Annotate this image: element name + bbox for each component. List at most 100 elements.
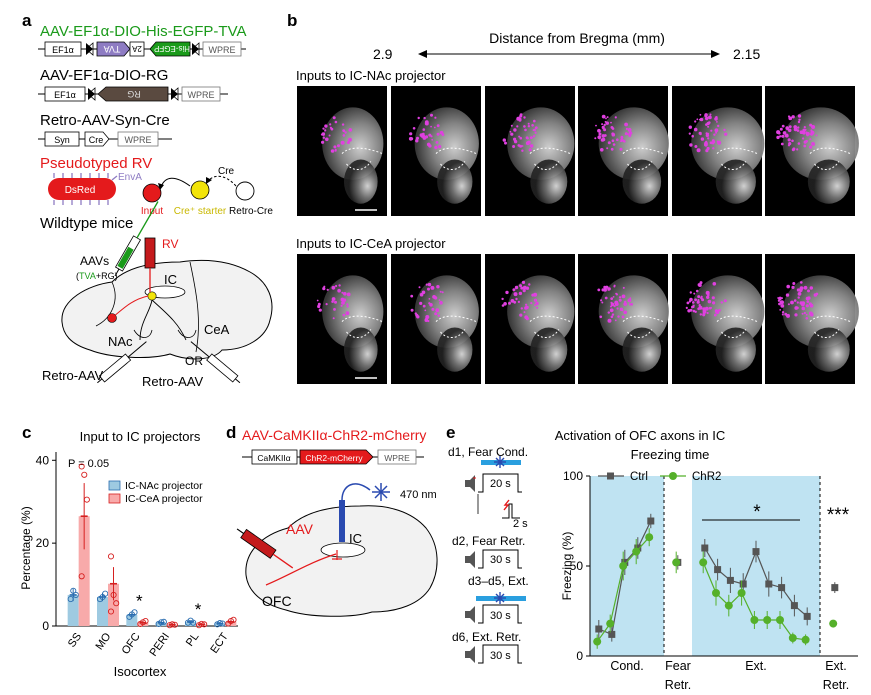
significance-star-ext: * xyxy=(753,502,761,523)
rv-starter-label: Cre⁺ starter xyxy=(174,206,227,217)
significance-star: * xyxy=(195,600,202,619)
ctrl-marker xyxy=(765,580,773,588)
data-point xyxy=(198,620,205,627)
y-tick-label: 100 xyxy=(563,469,583,483)
ctrl-marker xyxy=(714,566,722,574)
section-image xyxy=(297,86,387,216)
phase-label: Ext. xyxy=(825,659,847,673)
laser-star-d3-icon xyxy=(494,592,506,604)
chr2-marker xyxy=(712,589,720,597)
panel-c-pvalue: P = 0.05 xyxy=(68,458,109,470)
laser-on-shade xyxy=(692,476,820,656)
construct1-title: AAV-EF1α-DIO-His-EGFP-TVA xyxy=(40,23,246,40)
phase-label: Retr. xyxy=(665,678,691,692)
bar xyxy=(97,597,108,626)
data-point xyxy=(78,573,85,580)
construct1-2a: 2A xyxy=(131,44,141,53)
protocol-d2-time: 30 s xyxy=(490,554,511,566)
speaker-icon xyxy=(465,475,476,492)
panel-a: AAV-EF1α-DIO-His-EGFP-TVA EF1α TVA 2A Hi… xyxy=(38,23,273,389)
data-point xyxy=(201,621,208,628)
construct2-title: AAV-EF1α-DIO-RG xyxy=(40,67,168,84)
construct3-wpre: WPRE xyxy=(125,135,152,145)
panel-d-ofc-label: OFC xyxy=(262,593,292,609)
rv-dsred-label: DsRed xyxy=(65,185,96,196)
rv-enva-label: EnvA xyxy=(118,172,142,183)
chr2-mcherry-box: ChR2-mCherry xyxy=(305,453,363,463)
data-point xyxy=(131,609,138,616)
ctrl-marker xyxy=(608,630,616,638)
data-point xyxy=(78,463,85,470)
panel-d-aav-label: AAV xyxy=(286,521,314,537)
panel-e-title: Activation of OFC axons in IC xyxy=(555,428,726,443)
x-tick-label: ECT xyxy=(208,631,231,656)
chr2-marker xyxy=(593,637,602,646)
construct3-diagram: Syn Cre WPRE xyxy=(38,131,172,147)
panel-letter-c: c xyxy=(22,423,31,442)
mouse-title: Wildtype mice xyxy=(40,215,133,232)
y-tick-label: 20 xyxy=(36,536,50,550)
rv-title: Pseudotyped RV xyxy=(40,155,152,172)
construct2-ef1a: EF1α xyxy=(54,90,76,100)
protocol-d6-time: 30 s xyxy=(490,650,511,662)
x-tick-label: PERI xyxy=(148,631,173,659)
protocol-d3: d3–d5, Ext. xyxy=(468,574,529,588)
protocol-d1: d1, Fear Cond. xyxy=(448,445,528,459)
mouse-nac-label: NAc xyxy=(108,334,133,349)
section-image xyxy=(297,254,387,384)
ctrl-marker xyxy=(803,612,811,620)
section-image xyxy=(391,254,481,384)
chr2-marker xyxy=(763,616,772,624)
data-point xyxy=(113,600,120,607)
section-image xyxy=(485,254,575,384)
chr2-marker xyxy=(645,533,654,542)
panel-d-ic-label: IC xyxy=(349,531,362,546)
x-tick-label: OFC xyxy=(120,631,143,657)
panel-c: Input to IC projectors P = 0.05 IC-NAc p… xyxy=(19,429,238,679)
section-image xyxy=(391,86,481,216)
bregma-axis-title: Distance from Bregma (mm) xyxy=(489,30,665,46)
construct1-tva: TVA xyxy=(104,44,121,54)
chr2-wpre-box: WPRE xyxy=(384,453,410,463)
ctrl-marker xyxy=(778,584,786,592)
mouse-tva-rg-label: (TVA+RG) xyxy=(76,271,118,281)
construct2-wpre: WPRE xyxy=(188,90,215,100)
data-point xyxy=(83,496,90,503)
data-point xyxy=(142,617,149,625)
chr2-marker xyxy=(737,589,746,597)
legend-ctrl-label: Ctrl xyxy=(630,471,648,483)
rv-virion-icon: DsRed xyxy=(48,173,118,205)
laser-star-d1-icon xyxy=(494,456,506,468)
x-tick-label: PL xyxy=(184,631,202,649)
data-point xyxy=(216,620,223,627)
construct1-diagram: EF1α TVA 2A His-EGFP WPRE xyxy=(38,41,246,57)
ctrl-marker xyxy=(831,584,839,592)
construct3-cre: Cre xyxy=(89,135,104,145)
ctrl-marker xyxy=(752,548,760,556)
data-point xyxy=(219,620,226,627)
freezing-chart-title: Freezing time xyxy=(631,447,710,462)
bar xyxy=(78,516,90,626)
data-point xyxy=(169,621,176,628)
panel-e: Activation of OFC axons in IC Freezing t… xyxy=(448,428,858,692)
protocol-d2: d2, Fear Retr. xyxy=(452,534,525,548)
bregma-left-value: 2.9 xyxy=(373,46,393,62)
construct1-ef1a: EF1α xyxy=(52,45,74,55)
mouse-retro-aav-left: Retro-AAV xyxy=(42,368,103,383)
data-point xyxy=(160,618,167,625)
ctrl-marker xyxy=(595,625,603,633)
chr2-marker xyxy=(672,558,681,567)
y-tick-label: 40 xyxy=(36,453,50,467)
ctrl-marker xyxy=(647,517,655,525)
freezing-ylabel: Freezing (%) xyxy=(560,532,574,601)
section-image xyxy=(765,254,859,384)
mouse-ic-label: IC xyxy=(164,272,177,287)
data-point xyxy=(72,591,79,598)
panel-d-title: AAV-CaMKIIα-ChR2-mCherry xyxy=(242,427,426,443)
legend-ctrl-marker xyxy=(607,472,614,480)
phase-label: Ext. xyxy=(745,659,767,673)
row2-title: Inputs to IC-CeA projector xyxy=(296,236,446,251)
mouse-or-label: OR xyxy=(185,354,203,368)
mouse-brain-schematic xyxy=(61,201,273,384)
